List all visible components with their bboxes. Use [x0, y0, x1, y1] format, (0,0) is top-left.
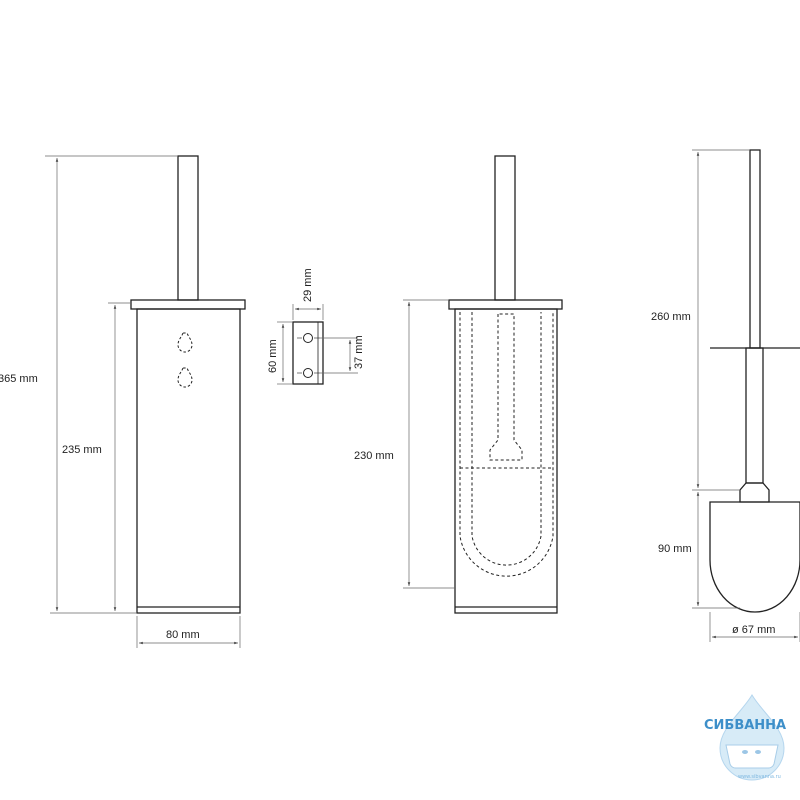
dim-inner-height: 230 mm [354, 450, 394, 462]
section-container-body [454, 308, 558, 614]
dim-total-height: 365 mm [0, 373, 38, 385]
hidden-brush [459, 312, 554, 577]
keyhole-upper [177, 332, 193, 353]
dim-bracket-width: 29 mm [302, 268, 314, 302]
front-lid [130, 299, 246, 310]
dim-brush-diameter: ø 67 mm [732, 624, 775, 636]
bracket-dimensions [277, 304, 358, 385]
dim-bracket-height: 60 mm [267, 339, 279, 373]
dim-container-width: 80 mm [166, 629, 200, 641]
logo-name: СИБВАННА [704, 718, 786, 733]
section-view [448, 155, 563, 614]
bracket-hole-upper [303, 333, 313, 343]
front-view [130, 155, 246, 614]
wall-bracket [292, 321, 324, 385]
bracket-hole-lower [303, 368, 313, 378]
brush-head [709, 501, 800, 613]
dim-handle-length: 260 mm [651, 311, 691, 323]
sibvanna-logo: СИБВАННА www.sibvanna.ru [704, 694, 786, 781]
brush-view [709, 149, 800, 613]
brush-handle-top [749, 149, 761, 349]
brush-handle-lower [745, 347, 764, 484]
section-handle [494, 155, 516, 301]
dim-container-height: 235 mm [62, 444, 102, 456]
brush-dimensions [692, 149, 800, 642]
dim-brush-head-height: 90 mm [658, 543, 692, 555]
bracket-plate [292, 321, 324, 385]
bathtub-icon [725, 744, 779, 769]
front-handle [177, 155, 199, 301]
section-dimensions [403, 299, 455, 589]
brush-collar [739, 482, 770, 503]
logo-url: www.sibvanna.ru [738, 774, 781, 780]
front-container-body [136, 308, 241, 614]
keyhole-lower [177, 367, 193, 388]
front-dimensions [45, 155, 241, 648]
dim-hole-spacing: 37 mm [353, 335, 365, 369]
section-lid [448, 299, 563, 310]
